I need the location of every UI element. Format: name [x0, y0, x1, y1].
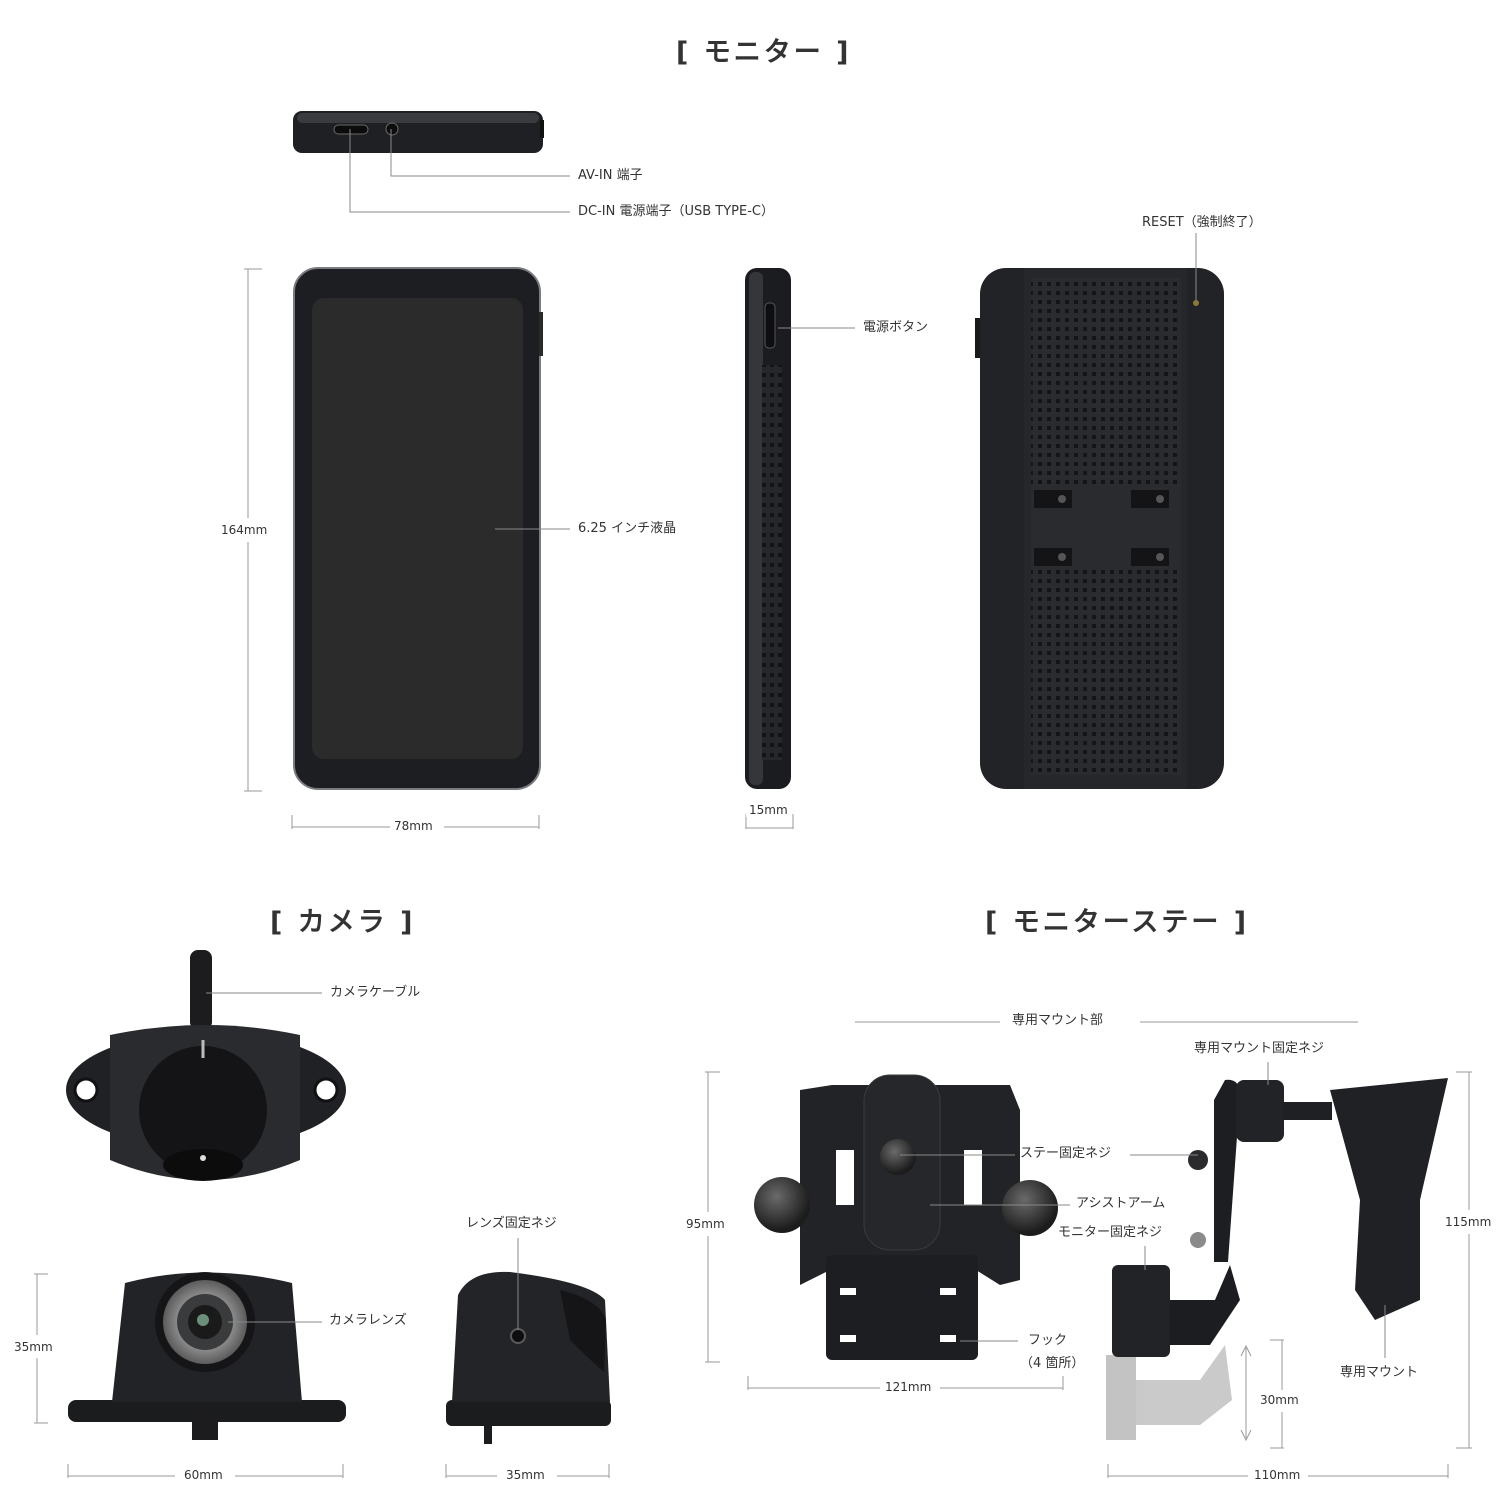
camera-side-view [446, 1271, 611, 1444]
camera-depth-value: 35mm [503, 1468, 548, 1482]
stay-front-view [754, 1074, 1058, 1360]
power-button-label: 電源ボタン [863, 320, 929, 335]
camera-cable-label: カメラケーブル [330, 985, 421, 1000]
stay-side-height-dimension [1456, 1071, 1472, 1449]
hook-count-label: （4 箇所） [1020, 1356, 1085, 1371]
stay-height-value: 95mm [683, 1217, 728, 1231]
camera-depth-dimension [445, 1464, 610, 1478]
stay-side-width-dimension [1107, 1464, 1449, 1478]
camera-height-dimension [34, 1273, 48, 1424]
stay-width-dimension [747, 1376, 1064, 1390]
stay-side-view [1106, 1078, 1448, 1440]
mount-screw-label: 専用マウント固定ネジ [1194, 1041, 1325, 1056]
lens-screw-label: レンズ固定ネジ [466, 1216, 557, 1231]
monitor-back-view [975, 268, 1224, 789]
monitor-section-title: [ モニター ] [676, 37, 852, 68]
av-in-label: AV-IN 端子 [578, 168, 643, 183]
dc-in-label: DC-IN 電源端子（USB TYPE-C） [578, 204, 774, 219]
camera-height-value: 35mm [11, 1340, 56, 1354]
camera-front-view [68, 1272, 346, 1440]
stay-section-title: [ モニターステー ] [985, 907, 1250, 938]
width-dimension [291, 815, 540, 829]
reset-label: RESET（強制終了） [1142, 215, 1262, 230]
hook-label: フック [1028, 1333, 1068, 1348]
mount-part-label: 専用マウント部 [1012, 1013, 1104, 1028]
monitor-screw-label: モニター固定ネジ [1058, 1225, 1163, 1240]
av-in-leader [390, 129, 570, 177]
stay-side-height-value: 115mm [1442, 1215, 1495, 1229]
arm-range-value: 30mm [1257, 1393, 1302, 1407]
stay-screw-label: ステー固定ネジ [1020, 1146, 1112, 1161]
monitor-top-view [293, 111, 544, 153]
camera-lens-label: カメラレンズ [329, 1313, 407, 1328]
assist-arm-label: アシストアーム [1076, 1196, 1166, 1211]
monitor-height-value: 164mm [218, 523, 271, 537]
dedicated-mount-label: 専用マウント [1340, 1365, 1419, 1380]
dc-in-leader [349, 129, 570, 213]
stay-height-dimension [705, 1071, 720, 1363]
arm-range-arrow [1240, 1339, 1284, 1449]
height-dimension [244, 268, 262, 792]
stay-side-width-value: 110mm [1251, 1468, 1304, 1482]
monitor-front-view [293, 267, 543, 790]
camera-width-dimension [67, 1464, 344, 1478]
stay-width-value: 121mm [882, 1380, 935, 1394]
camera-mount-view [66, 950, 346, 1181]
camera-section-title: [ カメラ ] [270, 907, 416, 938]
monitor-width-value: 78mm [391, 819, 436, 833]
camera-width-value: 60mm [181, 1468, 226, 1482]
lcd-label: 6.25 インチ液晶 [578, 521, 677, 536]
monitor-side-view [745, 268, 791, 789]
monitor-depth-value: 15mm [746, 803, 791, 817]
